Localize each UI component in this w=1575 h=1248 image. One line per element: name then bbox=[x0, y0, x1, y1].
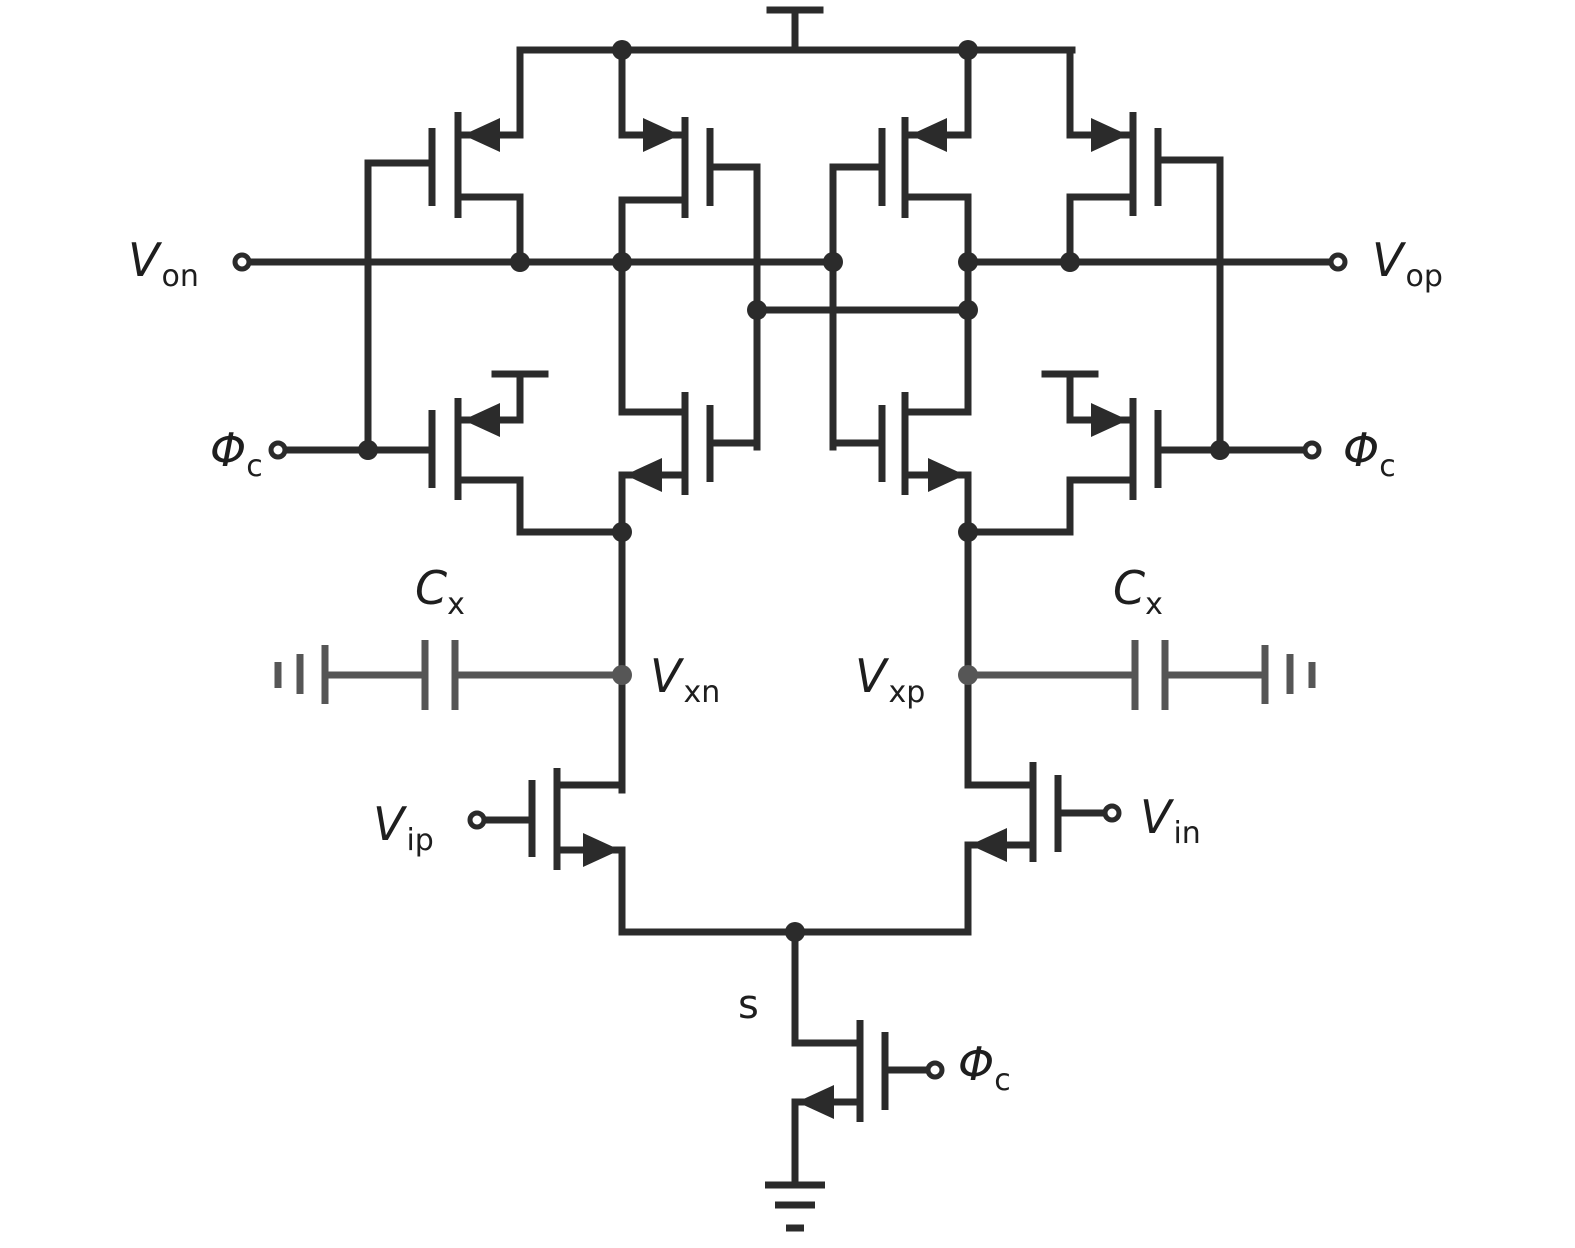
latch-nmos-right bbox=[829, 392, 972, 536]
reset-pmos-left bbox=[274, 370, 626, 536]
label-s: s bbox=[738, 982, 759, 1028]
label-vin: Vin bbox=[1140, 790, 1201, 851]
terminal-vin bbox=[1102, 803, 1122, 823]
label-von: Von bbox=[128, 233, 199, 294]
terminal-vop bbox=[1328, 252, 1348, 272]
terminal-phi-bottom bbox=[925, 1060, 945, 1080]
vdd-rail bbox=[516, 6, 1076, 54]
ground-symbol bbox=[765, 1181, 825, 1232]
pmos-2 bbox=[618, 46, 761, 451]
label-vip: Vip bbox=[373, 797, 434, 858]
capacitor-cx-left bbox=[274, 640, 626, 710]
terminal-vip bbox=[467, 810, 487, 830]
label-cx-left: Cx bbox=[415, 561, 465, 622]
latch-nmos-left bbox=[618, 392, 761, 536]
output-wires bbox=[238, 258, 1342, 416]
reset-pmos-right bbox=[964, 370, 1316, 536]
label-vop: Vop bbox=[1372, 233, 1443, 294]
capacitor-cx-right bbox=[964, 640, 1316, 710]
label-phi-bottom: Φc bbox=[958, 1037, 1011, 1098]
label-vxp: Vxp bbox=[855, 649, 925, 710]
label-cx-right: Cx bbox=[1113, 561, 1163, 622]
tail-nmos bbox=[791, 1020, 939, 1186]
pmos-1 bbox=[364, 46, 524, 454]
input-nmos-right bbox=[964, 762, 1116, 936]
pmos-3 bbox=[829, 46, 972, 451]
pmos-4 bbox=[1066, 46, 1224, 454]
terminal-phi-left bbox=[268, 440, 288, 460]
junction-dots bbox=[358, 40, 1230, 942]
label-phi-left: Φc bbox=[210, 423, 263, 484]
terminal-phi-right bbox=[1302, 440, 1322, 460]
terminal-von bbox=[232, 252, 252, 272]
tail-node-wire bbox=[618, 928, 972, 1047]
input-nmos-left bbox=[473, 768, 626, 936]
label-vxn: Vxn bbox=[650, 649, 720, 710]
label-phi-right: Φc bbox=[1343, 423, 1396, 484]
